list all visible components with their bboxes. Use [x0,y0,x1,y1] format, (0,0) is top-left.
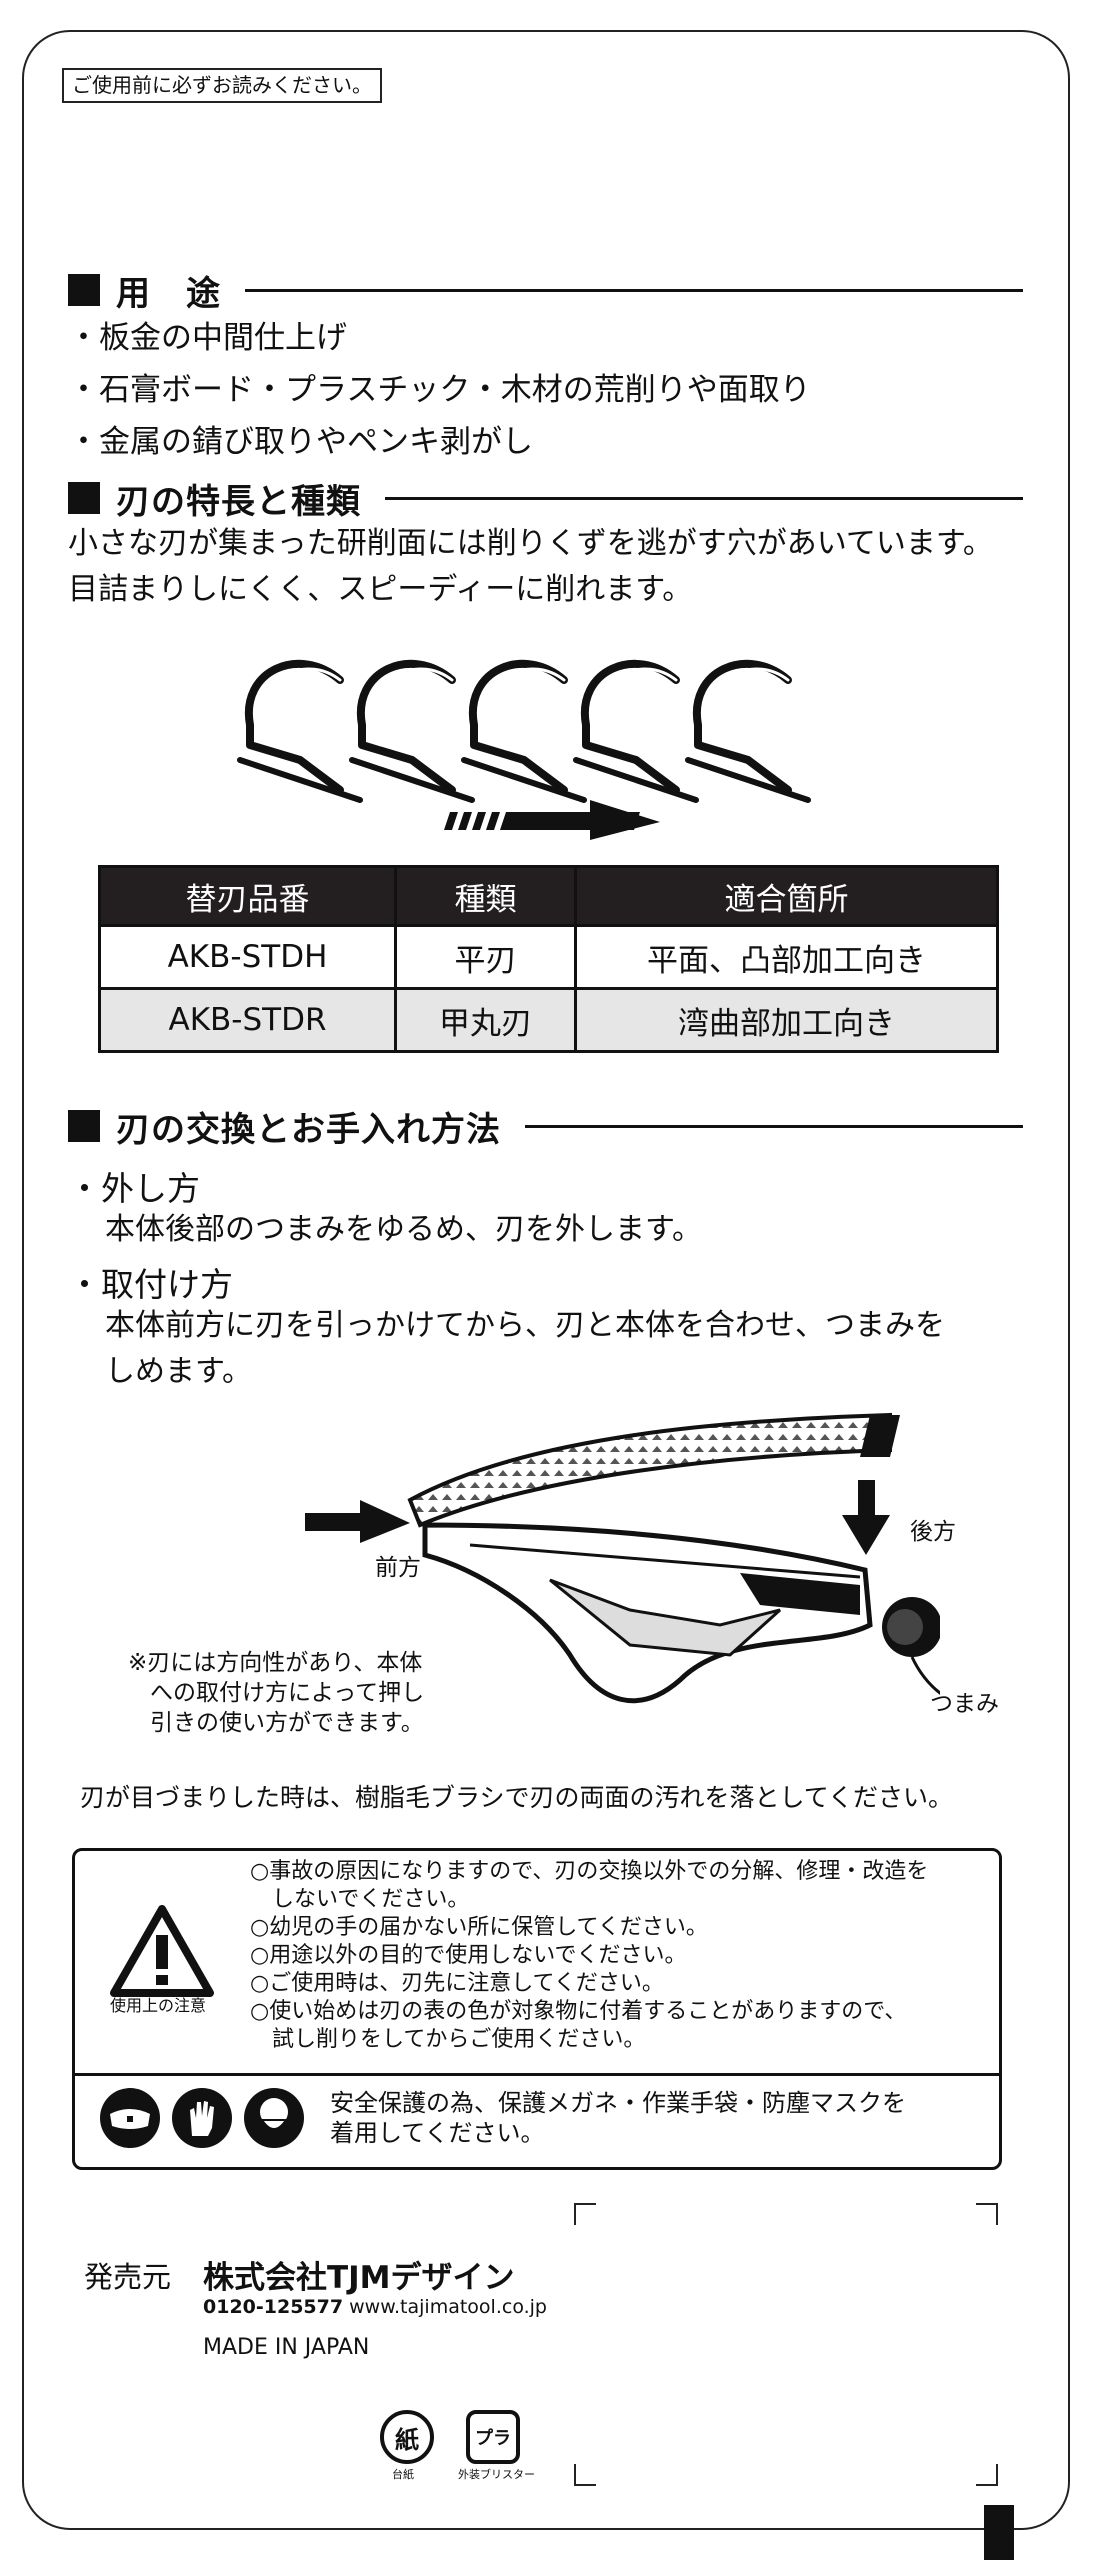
work-gloves-icon [172,2088,232,2148]
replacement-blade-table: 替刃品番 種類 適合箇所 AKB-STDH 平刃 平面、凸部加工向き AKB-S… [98,865,999,1053]
caution-line: ○ご使用時は、刃先に注意してください。 [250,1971,664,1996]
section-rule [245,288,1023,292]
table-row: AKB-STDH 平刃 平面、凸部加工向き [98,924,999,990]
feature-line: 目詰まりしにくく、スピーディーに削れます。 [68,572,693,607]
ppe-line: 着用してください。 [330,2119,545,2147]
dust-mask-icon [244,2088,304,2148]
made-in-label: MADE IN JAPAN [203,2335,370,2360]
blade-type: 甲丸刃 [394,987,577,1053]
crop-mark [574,2203,596,2225]
feature-line: 小さな刃が集まった研削面には削りくずを逃がす穴があいています。 [68,526,993,561]
use-item: ・板金の中間仕上げ [68,320,347,356]
cleaning-instruction: 刃が目づまりした時は、樹脂毛ブラシで刃の両面の汚れを落としてください。 [80,1783,954,1812]
direction-note-line: 引きの使い方ができます。 [150,1710,424,1736]
package-card [22,30,1070,2530]
caution-divider [72,2073,1002,2076]
blade-application: 湾曲部加工向き [574,987,999,1053]
caution-box [72,1848,1002,2170]
blade-tooth [237,659,363,803]
paper-recycle-label: 台紙 [392,2468,414,2481]
section-uses-title: 用 途 [116,273,221,314]
blade-cross-section-illustration [237,659,811,840]
crop-mark [976,2464,998,2486]
section-uses-header: 用 途 [68,268,1023,314]
column-header: 替刃品番 [98,865,397,927]
caution-line: ○用途以外の目的で使用しないでください。 [250,1943,687,1968]
attach-body-line: 本体前方に刃を引っかけてから、刃と本体を合わせ、つまみを [105,1308,945,1343]
blade-tooth [685,659,811,803]
back-arrow [842,1480,890,1555]
section-replace-header: 刃の交換とお手入れ方法 [68,1104,1023,1150]
read-before-use-notice: ご使用前に必ずお読みください。 [62,68,382,103]
front-label: 前方 [375,1555,421,1581]
rasp-blade [407,1412,892,1528]
blade-part-number: AKB-STDH [98,924,397,990]
corner-tab-mark [984,2505,1014,2560]
section-features-title: 刃の特長と種類 [116,481,361,522]
direction-arrow [444,800,660,840]
caution-line: しないでください。 [250,1887,470,1912]
blade-type: 平刃 [394,924,577,990]
caution-line: ○使い始めは刃の表の色が対象物に付着することがありますので、 [250,1999,907,2024]
caution-line: ○幼児の手の届かない所に保管してください。 [250,1915,708,1940]
company-name: 株式会社TJMデザイン [203,2260,515,2296]
table-row: AKB-STDR 甲丸刃 湾曲部加工向き [98,987,999,1053]
caution-icon-label: 使用上の注意 [110,1996,207,2015]
table-header-row: 替刃品番 種類 適合箇所 [98,865,999,927]
plastic-recycle-label: 外装ブリスター [458,2468,535,2481]
column-header: 種類 [394,865,577,927]
use-item: ・石膏ボード・プラスチック・木材の荒削りや面取り [68,372,811,408]
attach-title: ・取付け方 [68,1265,233,1304]
direction-note-line: ※刃には方向性があり、本体 [128,1650,423,1676]
front-arrow [305,1500,410,1543]
blade-application: 平面、凸部加工向き [574,924,999,990]
safety-goggles-icon [100,2088,160,2148]
seller-label: 発売元 [84,2260,172,2294]
contact-line: 0120-125577 www.tajimatool.co.jp [203,2296,547,2318]
remove-body: 本体後部のつまみをゆるめ、刃を外します。 [105,1212,702,1247]
direction-note-line: への取付け方によって押し [150,1680,425,1706]
square-bullet-icon [68,482,100,514]
plastic-recycle-icon: プラ [466,2410,520,2464]
section-rule [525,1124,1023,1128]
warning-triangle-icon [110,1905,214,1997]
caution-line: ○事故の原因になりますので、刃の交換以外での分解、修理・改造を [250,1859,929,1884]
section-rule [385,496,1023,500]
caution-line: 試し削りをしてからご使用ください。 [250,2027,646,2052]
back-label: 後方 [910,1519,956,1545]
section-features-header: 刃の特長と種類 [68,476,1023,522]
square-bullet-icon [68,1110,100,1142]
blade-part-number: AKB-STDR [98,987,397,1053]
column-header: 適合箇所 [574,865,999,927]
tool-assembly-diagram [305,1412,940,1704]
remove-title: ・外し方 [68,1169,200,1208]
website-url: www.tajimatool.co.jp [349,2296,547,2318]
crop-mark [574,2464,596,2486]
ppe-line: 安全保護の為、保護メガネ・作業手袋・防塵マスクを [330,2089,906,2117]
square-bullet-icon [68,274,100,306]
use-item: ・金属の錆び取りやペンキ剥がし [68,424,533,460]
blade-tooth [461,659,587,803]
crop-mark [976,2203,998,2225]
section-replace-title: 刃の交換とお手入れ方法 [116,1109,501,1150]
phone-number: 0120-125577 [203,2296,344,2318]
knob-label: つまみ [930,1691,999,1717]
paper-recycle-icon: 紙 [380,2410,434,2464]
attach-body-line: しめます。 [105,1354,252,1389]
blade-tooth [573,659,699,803]
blade-tooth [349,659,475,803]
